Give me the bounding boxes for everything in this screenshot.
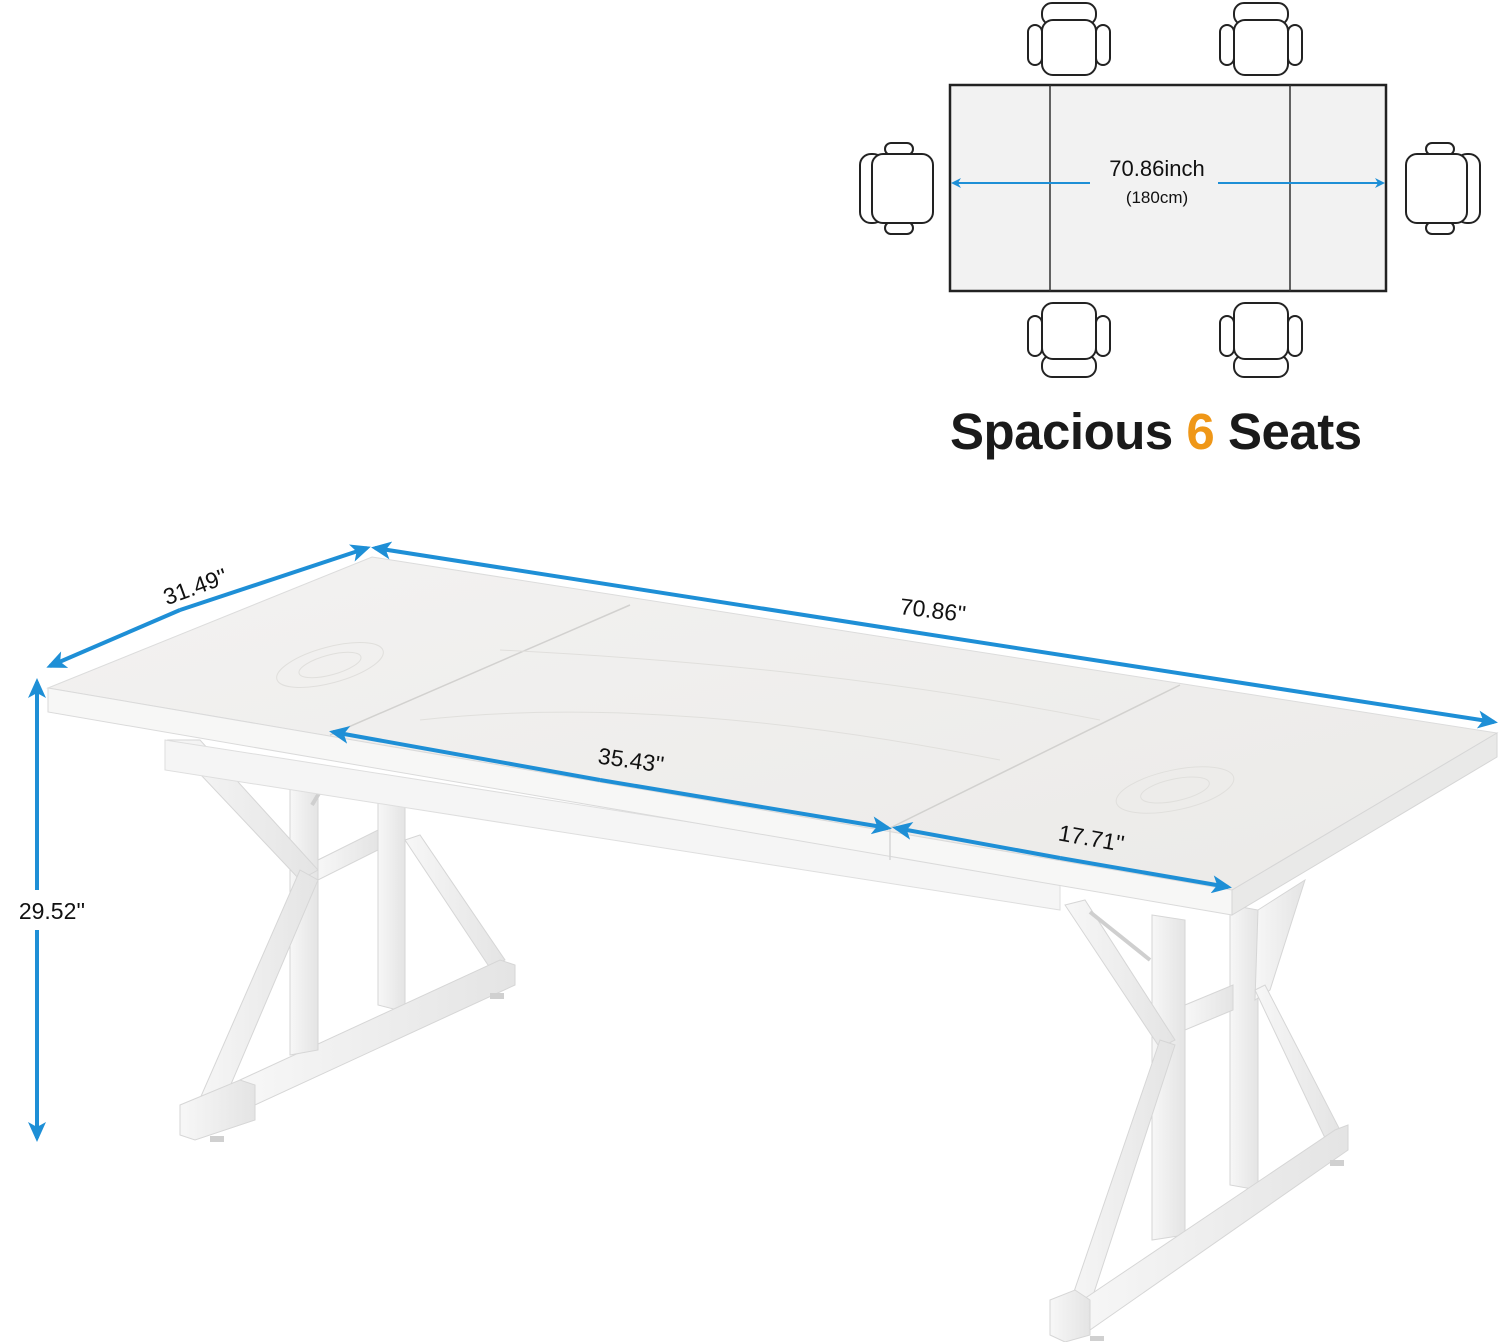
end-panel-arrow (1059, 856, 1232, 894)
seats-title-number: 6 (1186, 403, 1215, 460)
seats-title: Spacious 6 Seats (950, 400, 1390, 464)
top-length-metric: (180cm) (1126, 188, 1188, 207)
length-arrow (371, 541, 901, 632)
height-label: 29.52'' (19, 898, 85, 924)
end-panel-arrow (892, 822, 1061, 860)
top-length-label: 70.86inch (1109, 156, 1204, 181)
table-illustration (46, 556, 1499, 1342)
chair-icon (1027, 302, 1111, 378)
left-leg-frame (166, 739, 516, 1142)
table-top-outline (948, 83, 1388, 293)
center-panel-arrow (329, 725, 601, 782)
right-leg-frame (1049, 878, 1349, 1342)
dimension-arrows (28, 541, 1498, 1142)
length-label: 70.86'' (898, 593, 967, 627)
chair-icon (1027, 2, 1111, 76)
chair-icon (1219, 2, 1303, 76)
panel-seam-right (889, 684, 1181, 829)
wood-grain (276, 642, 1235, 814)
chair-icon (859, 142, 934, 235)
chair-icon (1405, 142, 1481, 235)
panel-seam-left (329, 604, 631, 736)
center-panel-arrow (599, 778, 892, 835)
top-view-diagram: 70.86inch (180cm) (859, 2, 1481, 378)
seats-title-prefix: Spacious (950, 403, 1173, 460)
seats-title-suffix: Seats (1227, 403, 1362, 460)
depth-arrow (179, 544, 371, 612)
depth-arrow (46, 608, 181, 668)
length-arrow (899, 628, 1498, 729)
chair-icon (1219, 302, 1303, 378)
table-top-side-edge (1231, 732, 1498, 916)
